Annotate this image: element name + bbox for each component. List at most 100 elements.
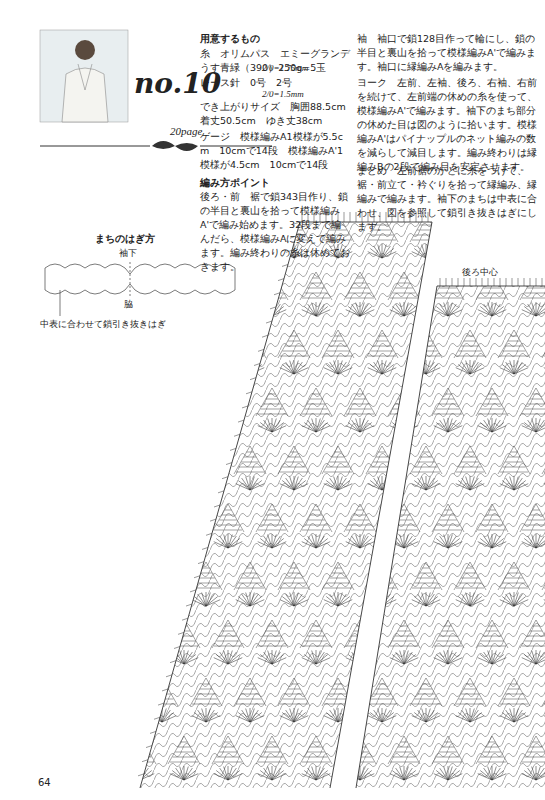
stitch-stroke [404,620,420,648]
stitch-stroke [360,310,374,316]
stitch-stroke [382,362,390,374]
stitch-stroke [158,336,165,337]
stitch-stroke [222,631,234,632]
stitch-stroke [542,678,545,706]
stitch-stroke [153,578,171,579]
stitch-stroke [404,302,405,316]
stitch-stroke [140,534,141,548]
stitch-stroke [462,710,470,722]
stitch-stroke [420,457,432,458]
stitch-stroke [228,302,229,316]
stitch-stroke [478,530,506,531]
stitch-stroke [510,452,517,453]
stitch-stroke [250,678,266,706]
stitch-stroke [334,361,338,374]
stitch-stroke [466,568,473,569]
stitch-stroke [348,538,360,548]
stitch-stroke [146,678,162,706]
stitch-stroke [316,774,330,780]
stitch-stroke [344,272,360,300]
stitch-stroke [448,766,449,780]
stitch-stroke [382,446,398,474]
stitch-stroke [370,596,382,606]
stitch-stroke [525,293,545,294]
stitch-stroke [350,212,351,222]
stitch-stroke [390,310,404,316]
stitch-stroke [244,689,256,690]
stitch-stroke [178,515,190,516]
stitch-stroke [486,399,498,400]
stitch-stroke [410,562,426,590]
stitch-stroke [370,364,382,374]
stitch-stroke [488,394,495,395]
instruction-text: 袖 袖口で鎖128目作って輪にし、鎖の半目と裏山を拾って模様編みA'で編みます。… [357,32,542,74]
stitch-stroke [154,362,162,374]
stitch-stroke [222,399,234,400]
stitch-stroke [234,446,250,474]
stitch-stroke [162,477,166,490]
stitch-stroke [124,504,140,532]
stitch-stroke [162,480,174,490]
stitch-stroke [462,362,470,374]
stitch-stroke [368,356,396,357]
stitch-stroke [532,394,539,395]
stitch-stroke [544,704,545,705]
stitch-stroke [510,477,514,490]
stitch-stroke [532,651,536,664]
stitch-stroke [444,419,448,432]
stitch-stroke [200,573,212,574]
stitch-stroke [466,452,473,453]
stitch-stroke [316,534,317,548]
stitch-stroke [190,590,196,592]
stitch-stroke [442,399,454,400]
stitch-stroke [356,651,360,664]
stitch-stroke [470,600,484,606]
stitch-stroke [228,736,244,764]
stitch-stroke [316,388,332,416]
stitch-stroke [400,419,404,432]
stitch-stroke [270,307,276,309]
stitch-stroke [360,306,372,316]
stitch-stroke [239,467,262,468]
stitch-stroke [510,336,517,337]
stitch-stroke [382,478,390,490]
part-label: 後ろ中心 [462,266,498,278]
stitch-stroke [178,747,190,748]
stitch-stroke [272,302,273,316]
stitch-stroke [354,515,366,516]
stitch-stroke [140,767,144,780]
stitch-stroke [263,404,281,405]
stitch-stroke [224,278,231,279]
stitch-stroke [126,530,154,531]
stitch-stroke [404,736,420,764]
stitch-stroke [500,704,528,705]
stitch-stroke [420,225,432,226]
stitch-stroke [378,452,385,453]
stitch-stroke [528,420,536,432]
stitch-stroke [346,646,374,647]
stitch-stroke [162,214,178,242]
stitch-stroke [162,596,174,606]
stitch-stroke [260,306,272,316]
stitch-stroke [195,351,218,352]
stitch-stroke [356,394,363,395]
stitch-stroke [415,699,438,700]
stitch-stroke [176,536,184,548]
stitch-stroke [305,525,328,526]
stitch-stroke [170,426,184,432]
stitch-stroke [360,534,361,548]
stitch-stroke [228,426,242,432]
stitch-stroke [344,212,345,222]
stitch-stroke [162,361,166,374]
stitch-stroke [300,620,316,648]
stitch-stroke [351,288,369,289]
stitch-stroke [360,535,364,548]
stitch-stroke [246,593,250,606]
stitch-stroke [312,535,316,548]
stitch-stroke [470,484,484,490]
stitch-stroke [395,752,413,753]
stitch-stroke [140,650,141,664]
stitch-stroke [360,542,374,548]
stitch-stroke [156,573,168,574]
stitch-stroke [175,752,193,753]
